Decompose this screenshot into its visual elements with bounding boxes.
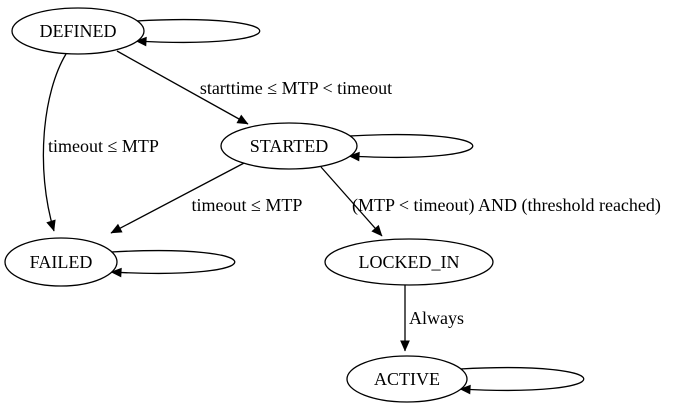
- node-label-started: STARTED: [250, 136, 328, 156]
- edge-label-defined-failed: timeout ≤ MTP: [48, 136, 159, 156]
- edge-line: [320, 166, 383, 237]
- node-ellipse: [324, 238, 494, 286]
- edge-line: [135, 18, 261, 47]
- edge-defined-to-failed: timeout ≤ MTP: [42, 53, 159, 232]
- node-locked-in: LOCKED_IN: [324, 238, 494, 286]
- node-ellipse: [346, 355, 468, 403]
- node-label-active: ACTIVE: [374, 369, 440, 389]
- self-loop-failed: [110, 249, 236, 278]
- self-loop-defined: [135, 18, 261, 47]
- edge-line: [116, 50, 249, 125]
- node-failed: FAILED: [4, 237, 118, 287]
- node-active: ACTIVE: [346, 355, 468, 403]
- edge-line: [42, 53, 67, 232]
- node-ellipse: [4, 237, 118, 287]
- edge-label-started-locked-in: (MTP < timeout) AND (threshold reached): [352, 195, 661, 216]
- node-started: STARTED: [220, 122, 358, 170]
- node-label-failed: FAILED: [30, 252, 93, 272]
- edge-label-started-failed: timeout ≤ MTP: [192, 195, 303, 215]
- self-loop-started: [348, 133, 474, 162]
- edge-line: [110, 161, 247, 234]
- edge-line: [348, 133, 474, 162]
- edge-line: [459, 366, 585, 395]
- node-label-locked-in: LOCKED_IN: [359, 252, 460, 272]
- node-label-defined: DEFINED: [40, 21, 117, 41]
- node-ellipse: [11, 7, 145, 55]
- node-ellipse: [220, 122, 358, 170]
- edge-locked-in-to-active: Always: [400, 285, 464, 352]
- edge-started-to-failed: timeout ≤ MTP: [110, 161, 303, 234]
- self-loop-active: [459, 366, 585, 395]
- edge-line: [110, 249, 236, 278]
- edge-label-defined-started: starttime ≤ MTP < timeout: [200, 78, 392, 98]
- edge-label-locked-in-active: Always: [409, 308, 464, 328]
- edge-started-to-locked-in: (MTP < timeout) AND (threshold reached): [320, 166, 661, 237]
- edge-defined-to-started: starttime ≤ MTP < timeout: [116, 50, 392, 125]
- node-defined: DEFINED: [11, 7, 145, 55]
